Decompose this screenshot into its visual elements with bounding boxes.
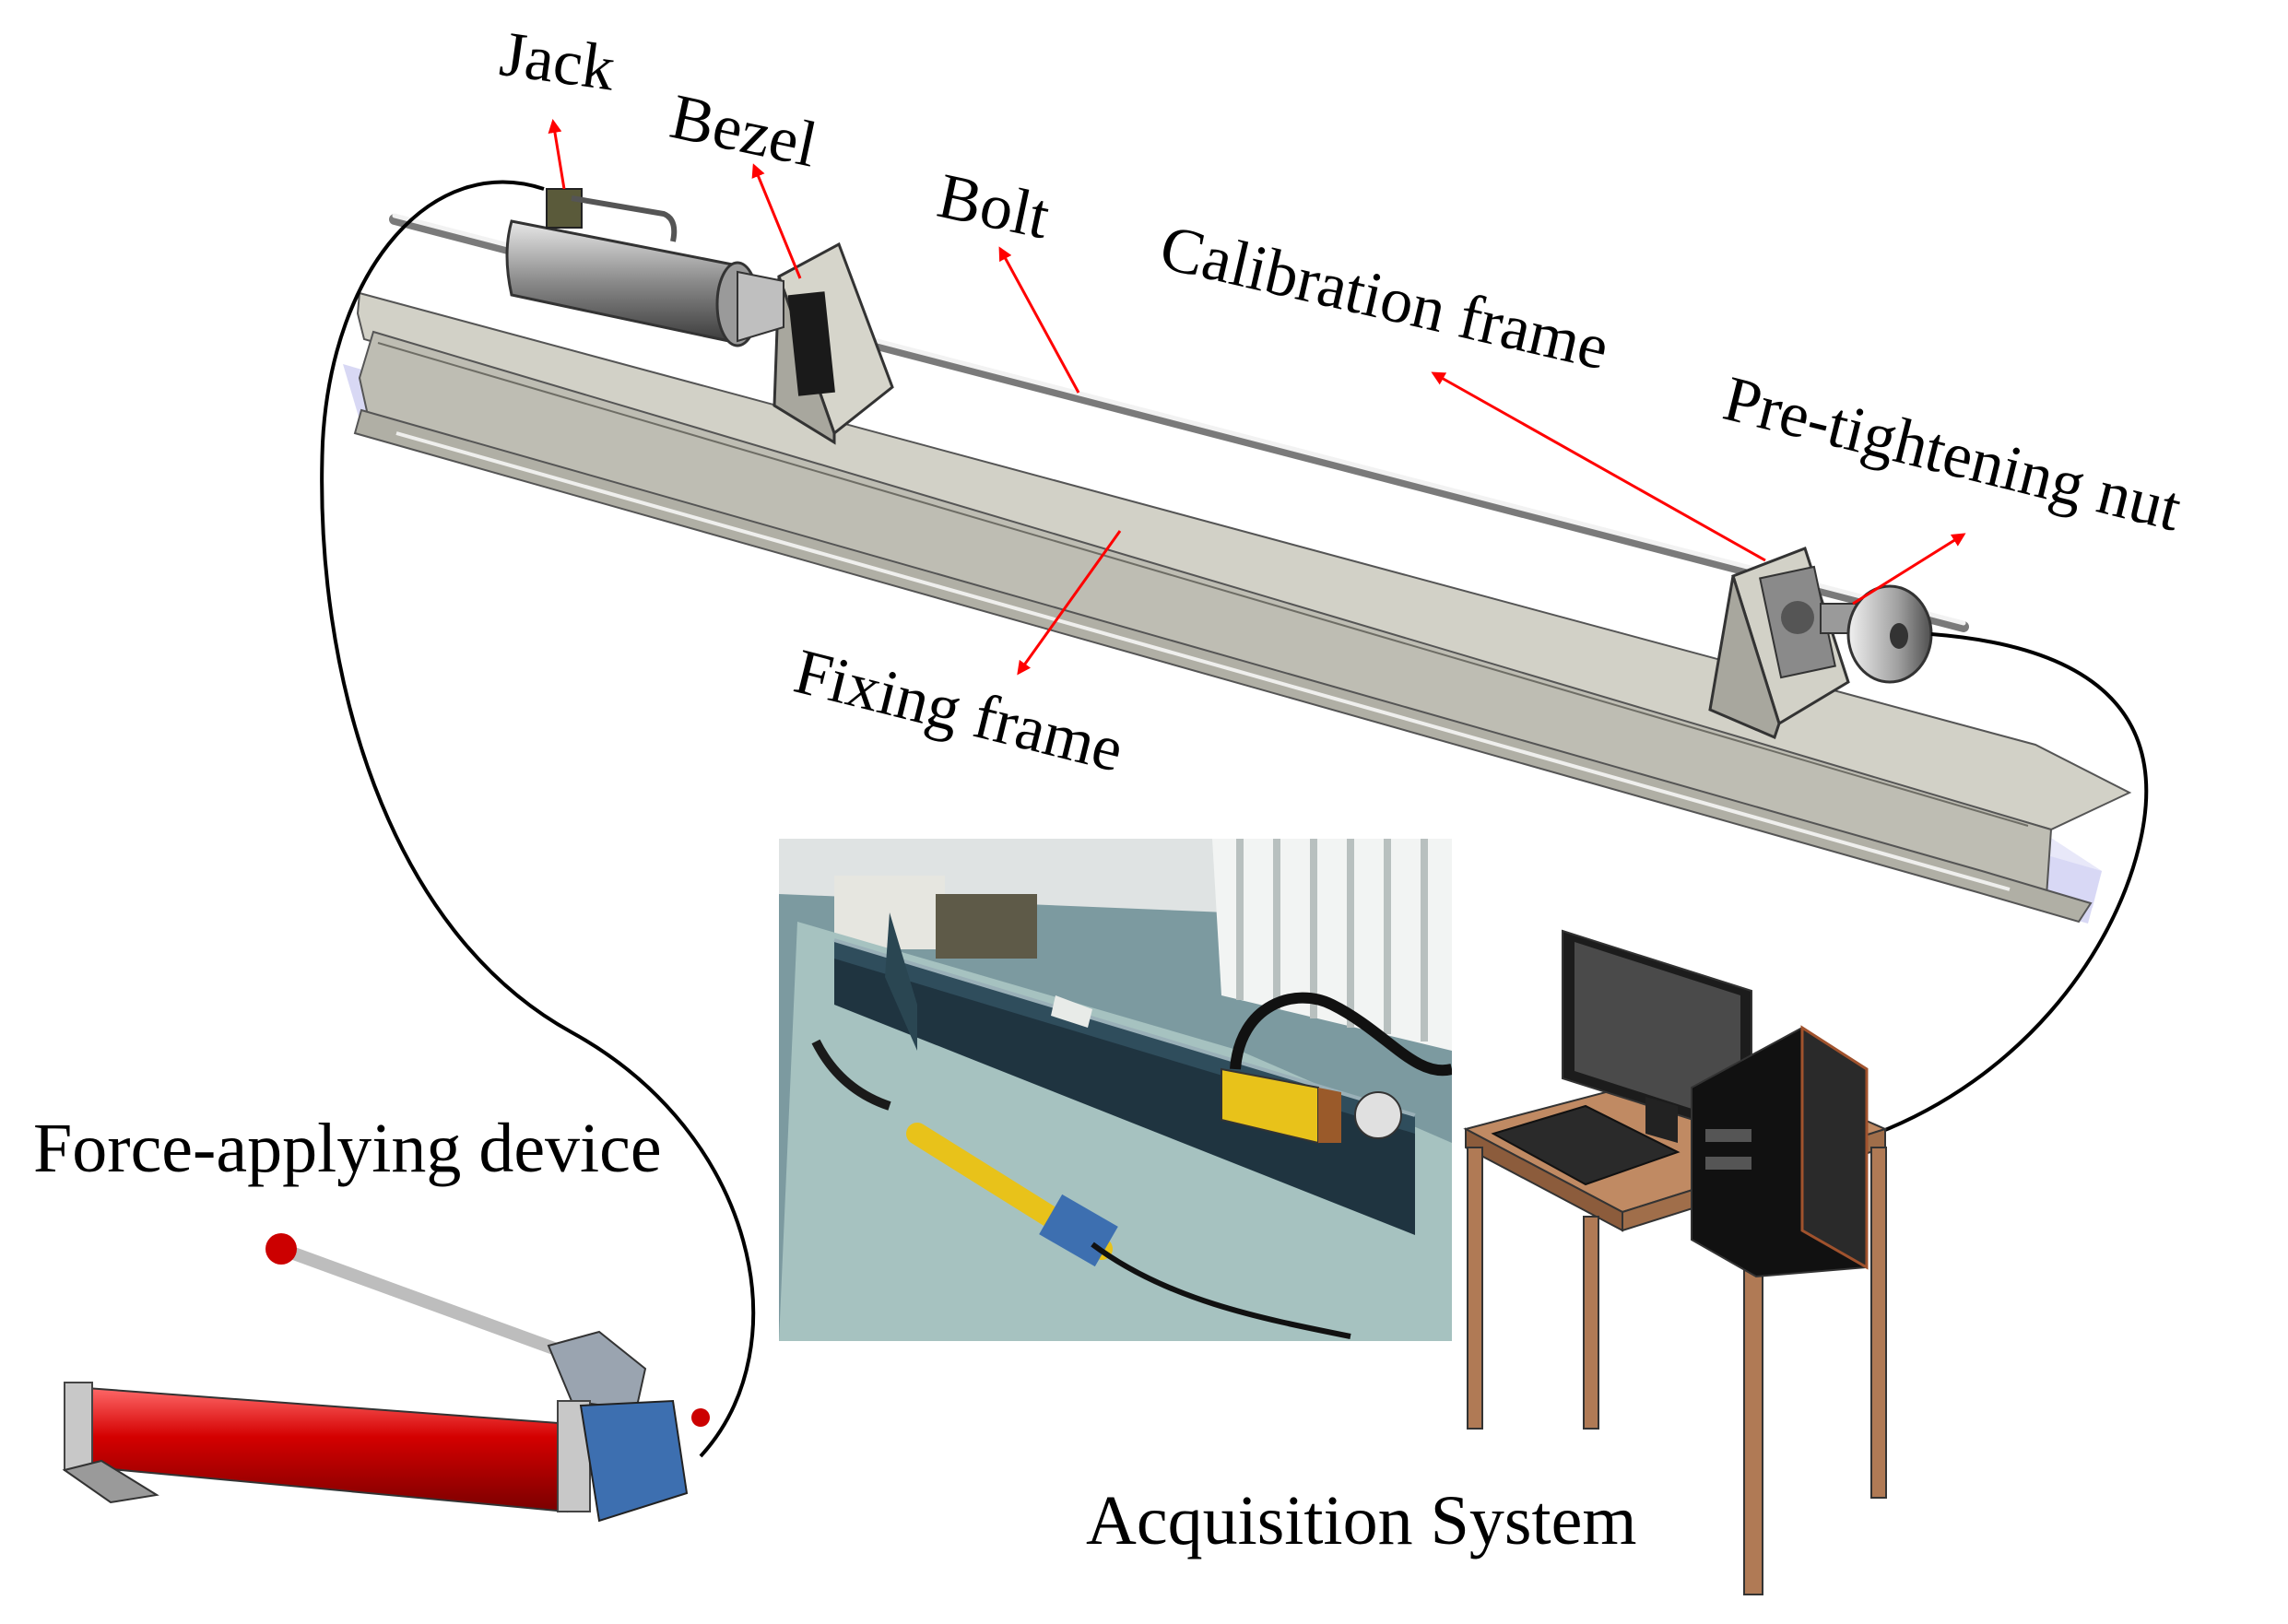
signal-cable xyxy=(1875,632,2149,1136)
arrow-pretightening xyxy=(1852,533,1966,606)
calibration-frame-icon xyxy=(1708,547,1850,740)
arrow-calibration xyxy=(1431,371,1766,562)
annotation-arrows xyxy=(548,119,1966,676)
label-acquisition-system: Acquisition System xyxy=(1086,1482,1637,1559)
setup-photograph xyxy=(779,839,1452,1341)
arrow-bolt xyxy=(998,246,1080,394)
arrow-jack xyxy=(548,119,566,190)
hydraulic-pump-icon xyxy=(62,1233,710,1523)
arrow-fixing xyxy=(1017,530,1122,676)
fixing-frame-icon xyxy=(353,291,2132,924)
bezel-support-icon xyxy=(772,241,894,445)
label-jack: Jack xyxy=(495,18,619,105)
computer-icon xyxy=(1491,929,1869,1278)
label-force-applying-device: Force-applying device xyxy=(33,1110,662,1187)
hydraulic-hose xyxy=(320,180,756,1458)
arrow-bezel xyxy=(751,163,802,279)
jack-icon xyxy=(505,188,784,347)
